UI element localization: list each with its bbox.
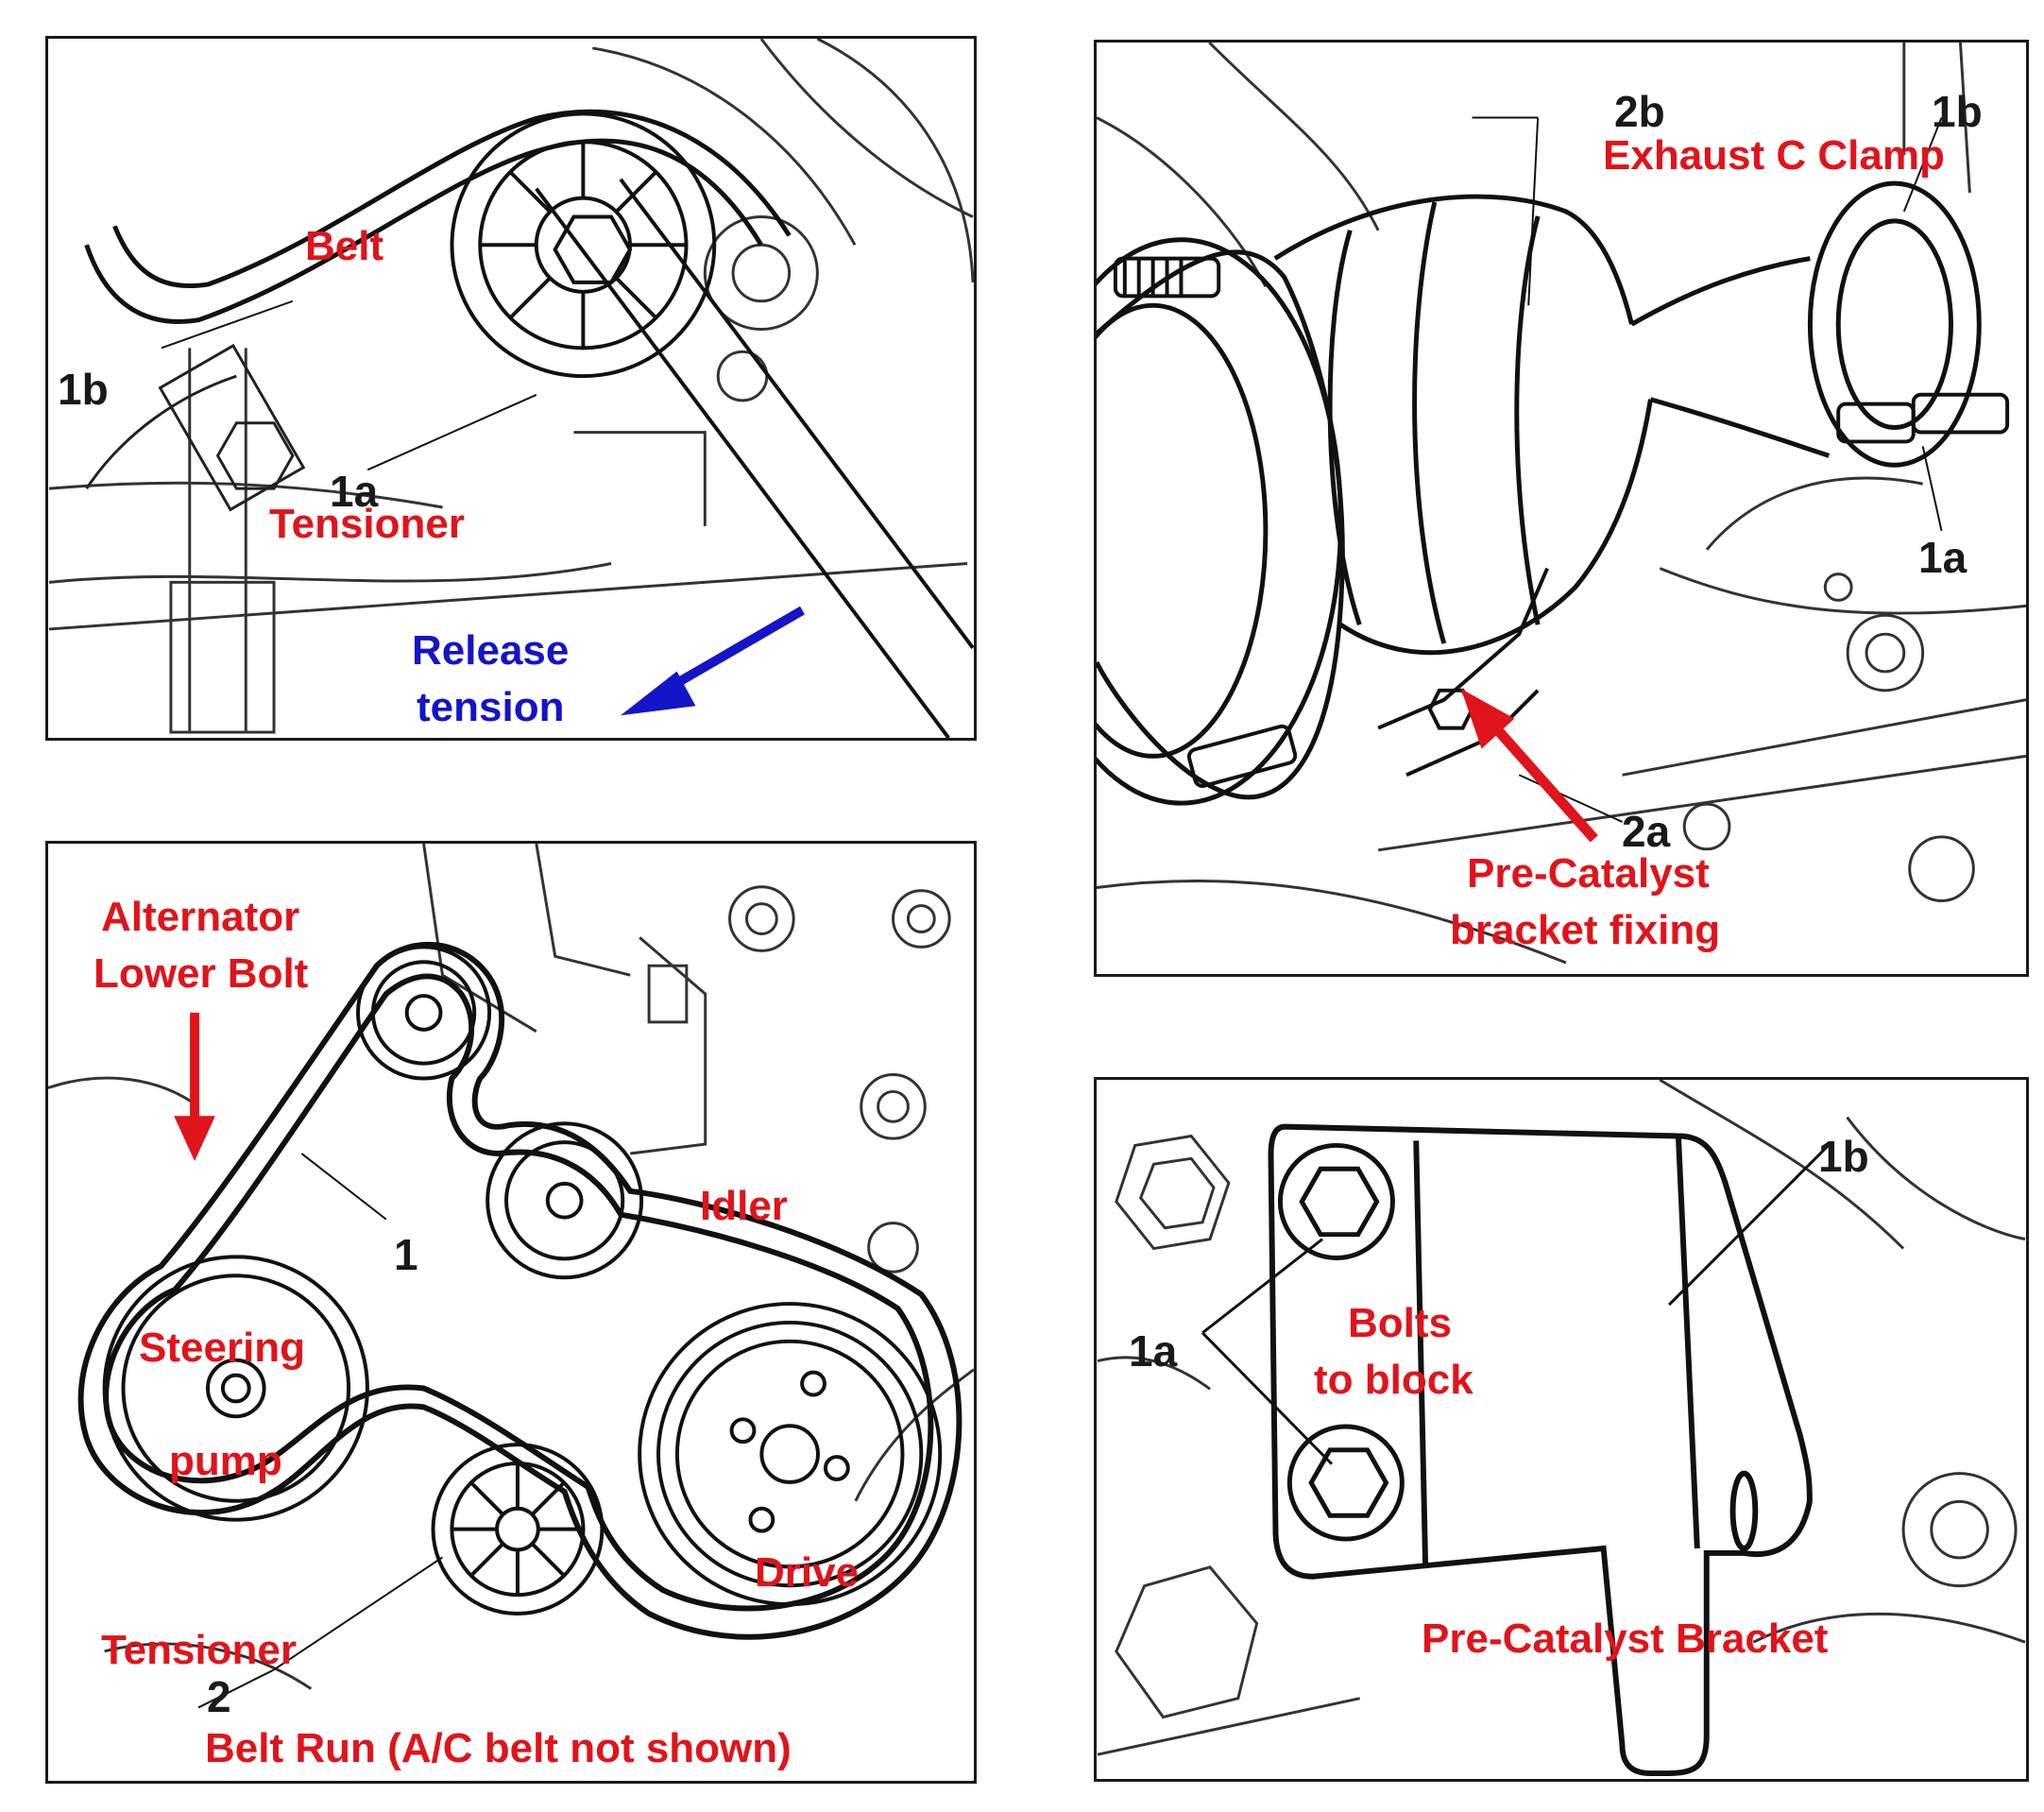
drive-label: Drive xyxy=(755,1549,860,1596)
panel-pre-catalyst-bracket: 1b 1a Bolts to block Pre-Catalyst Bracke… xyxy=(1094,1077,2029,1782)
ref-1a-label: 1a xyxy=(1918,533,1967,582)
belt-label: Belt xyxy=(305,223,384,269)
bracket-fixing-arrow xyxy=(1479,710,1598,843)
alternator-label-line2: Lower Bolt xyxy=(94,950,309,997)
exhaust-line-drawing xyxy=(1097,43,2026,965)
bracket-line-drawing xyxy=(1097,1080,2026,1777)
panel-exhaust-clamp: 2b 1b Exhaust C Clamp 1a 2a Pre-Catalyst… xyxy=(1094,40,2029,977)
panel-belt-run: Alternator Lower Bolt Idler 1 Steering p… xyxy=(45,841,977,1784)
alternator-label-line1: Alternator xyxy=(101,894,300,940)
release-label-line1: Release xyxy=(412,627,570,674)
idler-label: Idler xyxy=(700,1183,788,1229)
ref-1b-label: 1b xyxy=(1818,1132,1869,1181)
bracket-fixing-label-line2: bracket fixing xyxy=(1450,907,1721,953)
belt-run-caption: Belt Run (A/C belt not shown) xyxy=(205,1725,792,1771)
steering-label-line1: Steering xyxy=(139,1325,306,1371)
ref-1b-label: 1b xyxy=(1932,87,1983,136)
pre-catalyst-bracket-label: Pre-Catalyst Bracket xyxy=(1422,1615,1829,1662)
bolts-label-line2: to block xyxy=(1314,1357,1473,1403)
belt-run-line-drawing xyxy=(48,844,974,1709)
ref-2-label: 2 xyxy=(207,1672,231,1721)
ref-2b-label: 2b xyxy=(1614,87,1665,136)
tensioner-line-drawing xyxy=(48,39,974,738)
exhaust-clamp-label: Exhaust C Clamp xyxy=(1603,132,1945,179)
bracket-fixing-label-line1: Pre-Catalyst xyxy=(1467,850,1710,897)
ref-1a-label: 1a xyxy=(330,467,379,516)
ref-1a-label: 1a xyxy=(1129,1326,1178,1376)
ref-2a-label: 2a xyxy=(1622,807,1671,856)
bolts-label-line1: Bolts xyxy=(1348,1300,1452,1346)
release-label-line2: tension xyxy=(417,684,565,730)
ref-1-label: 1 xyxy=(394,1230,418,1279)
steering-label-line2: pump xyxy=(169,1438,282,1484)
tensioner-label: Tensioner xyxy=(101,1627,298,1673)
ref-1b-label: 1b xyxy=(58,365,109,414)
panel-tensioner-release: Belt 1b 1a Tensioner Release tension xyxy=(45,36,977,741)
tensioner-label: Tensioner xyxy=(269,501,466,547)
